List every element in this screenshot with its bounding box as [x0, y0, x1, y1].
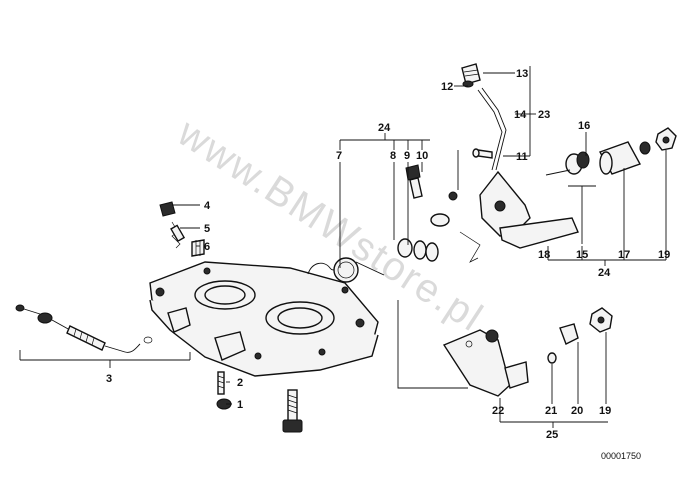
callout-6: 6 — [204, 241, 210, 253]
bushing-part-20 — [559, 323, 579, 345]
linkage-rod-part-14 — [477, 87, 507, 171]
spring-part-5 — [170, 221, 186, 249]
callout-12: 12 — [441, 81, 453, 93]
lever-part-22 — [442, 329, 529, 397]
callout-14: 14 — [514, 109, 527, 121]
callout-20: 20 — [571, 405, 583, 417]
throttle-body-housing — [149, 261, 379, 377]
callout-13: 13 — [516, 68, 528, 80]
nut-part-19-top — [655, 127, 677, 151]
callout-16: 16 — [578, 120, 590, 132]
callout-9: 9 — [404, 150, 410, 162]
throttle-cable-part-3 — [15, 304, 153, 353]
callout-17: 17 — [618, 249, 630, 261]
leader-lines — [19, 66, 667, 428]
callout-24-top: 24 — [378, 122, 391, 134]
reference-number: 00001750 — [601, 451, 641, 461]
throttle-lever-assembly — [430, 170, 579, 263]
callout-2: 2 — [237, 377, 243, 389]
ball-joint-part-13 — [461, 63, 481, 85]
callout-8: 8 — [390, 150, 396, 162]
washer-part-8 — [397, 238, 413, 258]
callout-15: 15 — [576, 249, 588, 261]
sleeve-part-17 — [598, 141, 651, 175]
screw-part-10 — [405, 164, 423, 199]
callout-3: 3 — [106, 373, 112, 385]
clip-part-11 — [472, 148, 493, 159]
callout-5: 5 — [204, 223, 210, 235]
callout-19-top: 19 — [658, 249, 670, 261]
washer-part-21 — [547, 352, 557, 364]
callout-19-bottom: 19 — [599, 405, 611, 417]
callout-24-bottom: 24 — [598, 267, 611, 279]
screw-part-6 — [191, 239, 205, 257]
bushing-part-9 — [413, 240, 439, 262]
callout-7: 7 — [336, 150, 342, 162]
callout-21: 21 — [545, 405, 557, 417]
callout-11: 11 — [516, 151, 528, 163]
stud-part-2 — [217, 371, 225, 395]
callout-18: 18 — [538, 249, 550, 261]
housing-bolt — [282, 389, 303, 433]
callout-22: 22 — [492, 405, 504, 417]
callout-23: 23 — [538, 109, 550, 121]
clip-part-12 — [462, 80, 474, 88]
nut-part-19-bottom — [589, 307, 613, 333]
callout-labels: 1 2 3 4 5 6 7 8 9 10 11 12 13 14 23 16 1… — [106, 68, 670, 441]
cap-part-4 — [159, 201, 176, 217]
callout-1: 1 — [237, 399, 243, 411]
callout-4: 4 — [204, 200, 211, 212]
callout-10: 10 — [416, 150, 428, 162]
callout-25: 25 — [546, 429, 558, 441]
